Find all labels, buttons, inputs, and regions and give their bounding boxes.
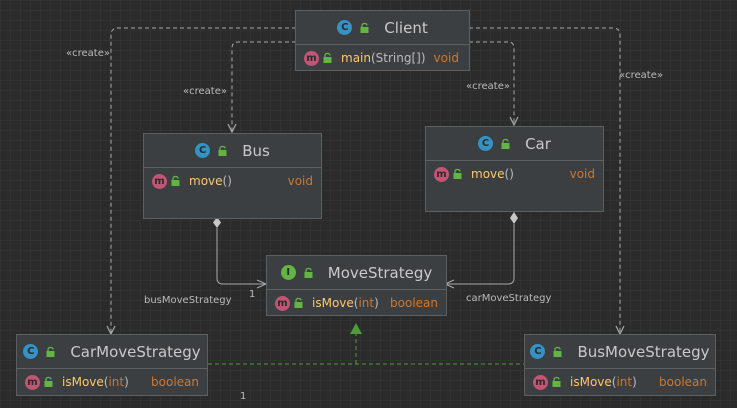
- method-row[interactable]: m isMove(int) boolean: [525, 369, 715, 395]
- realization-arrowhead: [350, 323, 362, 334]
- open-paren: (: [504, 167, 510, 181]
- class-header: C Car: [426, 127, 603, 161]
- lock-icon: [294, 297, 303, 308]
- association-label-bus: busMoveStrategy: [144, 295, 232, 306]
- create-label-car: «create»: [466, 81, 510, 92]
- class-header: C BusMoveStrategy: [525, 335, 715, 369]
- interface-movestrategy[interactable]: I MoveStrategy m isMove(int) boolean: [266, 255, 447, 316]
- param-type: String[]: [375, 51, 421, 65]
- close-paren: ): [632, 375, 637, 389]
- method-icon: m: [275, 295, 290, 311]
- method-row[interactable]: m main(String[]) void: [296, 45, 469, 71]
- composition-diamond-car: [510, 212, 518, 224]
- close-paren: ): [227, 174, 232, 188]
- method-icon: m: [25, 374, 40, 390]
- open-paren: (: [353, 296, 359, 310]
- lock-icon: [323, 52, 332, 63]
- class-name: Bus: [242, 141, 270, 160]
- class-name: BusMoveStrategy: [577, 342, 710, 361]
- method-icon: m: [533, 374, 548, 390]
- class-header: C Client: [296, 11, 469, 45]
- create-edge-bus: [231, 41, 296, 132]
- method-row[interactable]: m move() void: [144, 168, 321, 194]
- create-edge-car: [469, 41, 515, 125]
- multiplicity-bus: 1: [249, 289, 256, 300]
- class-car[interactable]: C Car m move() void: [425, 126, 604, 212]
- param-type: int: [108, 375, 125, 389]
- lock-icon: [501, 138, 510, 149]
- close-paren: ): [374, 296, 379, 310]
- lock-icon: [218, 145, 227, 156]
- create-edge-busmovestrategy: [469, 27, 621, 334]
- class-name: MoveStrategy: [327, 263, 433, 282]
- method-icon: m: [152, 173, 167, 189]
- association-edge-car: [445, 224, 515, 285]
- open-paren: (: [370, 51, 376, 65]
- create-label-carmovestrategy: «create»: [66, 48, 110, 59]
- return-type: boolean: [659, 375, 707, 389]
- lock-icon: [360, 22, 369, 33]
- open-paren: (: [611, 375, 617, 389]
- class-name: CarMoveStrategy: [70, 342, 201, 361]
- class-icon: C: [195, 143, 211, 158]
- realization-edge: [208, 334, 524, 365]
- composition-diamond-bus: [213, 217, 221, 228]
- param-type: int: [358, 296, 375, 310]
- return-type: boolean: [390, 296, 438, 310]
- open-paren: (: [103, 375, 109, 389]
- class-carmovestrategy[interactable]: C CarMoveStrategy m isMove(int) boolean: [16, 334, 208, 396]
- lock-icon: [46, 346, 55, 357]
- lock-icon: [453, 168, 462, 179]
- method-row[interactable]: m move() void: [426, 161, 603, 187]
- method-name: isMove: [312, 296, 354, 310]
- return-type: boolean: [151, 375, 199, 389]
- method-name: isMove: [62, 375, 104, 389]
- class-name: Client: [384, 18, 428, 37]
- lock-icon: [553, 346, 562, 357]
- return-type: void: [433, 51, 459, 65]
- close-paren: ): [509, 167, 514, 181]
- lock-icon: [304, 267, 313, 278]
- create-label-bus: «create»: [183, 86, 227, 97]
- lock-icon: [44, 376, 53, 387]
- open-paren: (: [222, 174, 228, 188]
- class-icon: C: [478, 136, 494, 151]
- method-name: isMove: [570, 375, 612, 389]
- class-icon: C: [23, 344, 39, 359]
- class-icon: C: [337, 20, 353, 35]
- return-type: void: [569, 167, 595, 181]
- class-header: C Bus: [144, 134, 321, 168]
- class-header: I MoveStrategy: [267, 256, 446, 290]
- class-icon: C: [530, 344, 546, 359]
- multiplicity-bottom: 1: [240, 391, 247, 402]
- association-label-car: carMoveStrategy: [466, 293, 552, 304]
- class-name: Car: [525, 134, 551, 153]
- interface-icon: I: [280, 265, 296, 280]
- close-paren: ): [420, 51, 426, 65]
- method-icon: m: [304, 50, 319, 66]
- create-label-busmovestrategy: «create»: [619, 70, 663, 81]
- class-bus[interactable]: C Bus m move() void: [143, 133, 322, 219]
- lock-icon: [552, 376, 561, 387]
- class-client[interactable]: C Client m main(String[]) void: [295, 10, 470, 71]
- return-type: void: [287, 174, 313, 188]
- class-header: C CarMoveStrategy: [17, 335, 207, 369]
- close-paren: ): [124, 375, 129, 389]
- method-row[interactable]: m isMove(int) boolean: [17, 369, 207, 395]
- lock-icon: [171, 175, 180, 186]
- method-name: main: [341, 51, 371, 65]
- method-row[interactable]: m isMove(int) boolean: [267, 290, 446, 316]
- method-icon: m: [434, 166, 449, 182]
- association-edge-bus: [216, 228, 266, 285]
- param-type: int: [616, 375, 633, 389]
- class-busmovestrategy[interactable]: C BusMoveStrategy m isMove(int) boolean: [524, 334, 716, 396]
- method-name: move: [471, 167, 505, 181]
- create-edge-carmovestrategy: [110, 27, 296, 334]
- method-name: move: [189, 174, 223, 188]
